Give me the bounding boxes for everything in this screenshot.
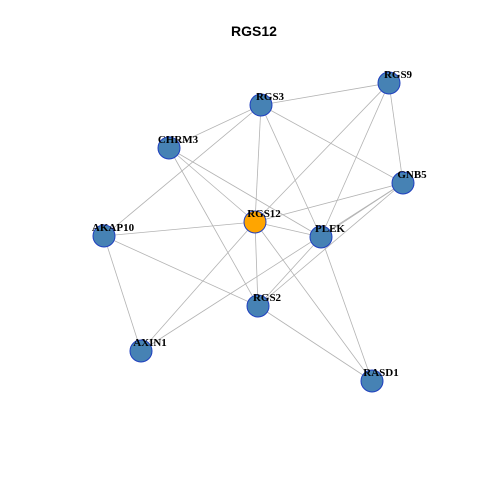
node-rasd1: RASD1	[360, 367, 399, 393]
edge-akap10-rgs2	[103, 235, 259, 307]
edge-rgs12-axin1	[140, 221, 256, 352]
edge-chrm3-plek	[168, 147, 322, 238]
edge-akap10-rgs12	[103, 221, 256, 237]
node-label-rgs12: RGS12	[247, 208, 281, 220]
edge-rgs9-gnb5	[388, 82, 404, 184]
node-circle-chrm3	[157, 136, 181, 160]
node-label-rgs3: RGS3	[256, 91, 285, 103]
edge-chrm3-rgs12	[168, 147, 256, 223]
node-label-rgs2: RGS2	[253, 292, 282, 304]
node-circle-plek	[309, 225, 333, 249]
node-circle-akap10	[92, 224, 116, 248]
edge-chrm3-rgs2	[168, 147, 259, 307]
node-rgs2: RGS2	[246, 292, 282, 318]
node-label-axin1: AXIN1	[133, 337, 167, 349]
node-label-rgs9: RGS9	[384, 69, 413, 81]
edge-layer	[103, 82, 404, 382]
node-rgs9: RGS9	[377, 69, 413, 95]
node-label-plek: PLEK	[315, 223, 345, 235]
edge-rgs12-rasd1	[254, 221, 373, 382]
node-label-chrm3: CHRM3	[158, 134, 199, 146]
edge-rgs3-chrm3	[168, 104, 262, 149]
node-chrm3: CHRM3	[157, 134, 199, 160]
edge-gnb5-axin1	[140, 182, 404, 352]
node-axin1: AXIN1	[129, 337, 167, 363]
node-label-gnb5: GNB5	[397, 169, 427, 181]
node-label-akap10: AKAP10	[92, 222, 135, 234]
node-label-rasd1: RASD1	[363, 367, 398, 379]
edge-plek-rasd1	[320, 236, 373, 382]
edge-rgs9-plek	[320, 82, 390, 238]
edge-rgs3-gnb5	[260, 104, 404, 184]
node-rgs3: RGS3	[249, 91, 285, 117]
edge-rgs3-rgs12	[254, 104, 262, 223]
node-akap10: AKAP10	[92, 222, 135, 248]
edge-gnb5-rgs12	[254, 182, 404, 223]
edge-plek-rgs2	[257, 236, 322, 307]
diagram-title: RGS12	[231, 23, 277, 39]
edge-gnb5-rgs2	[257, 182, 404, 307]
node-plek: PLEK	[309, 223, 345, 249]
edge-rgs3-rgs9	[260, 82, 390, 106]
node-circle-rgs2	[246, 294, 270, 318]
node-gnb5: GNB5	[391, 169, 427, 195]
node-rgs12: RGS12	[243, 208, 281, 234]
edge-rgs3-plek	[260, 104, 322, 238]
node-circle-rgs12	[243, 210, 267, 234]
edge-akap10-axin1	[103, 235, 142, 352]
edge-rgs12-rgs2	[254, 221, 259, 307]
node-circle-rgs9	[377, 71, 401, 95]
node-circle-rgs3	[249, 93, 273, 117]
edge-rgs9-rgs12	[254, 82, 390, 223]
node-circle-axin1	[129, 339, 153, 363]
edge-rgs2-rasd1	[257, 305, 373, 382]
edge-rgs3-akap10	[103, 104, 262, 237]
node-circle-rasd1	[360, 369, 384, 393]
node-circle-gnb5	[391, 171, 415, 195]
